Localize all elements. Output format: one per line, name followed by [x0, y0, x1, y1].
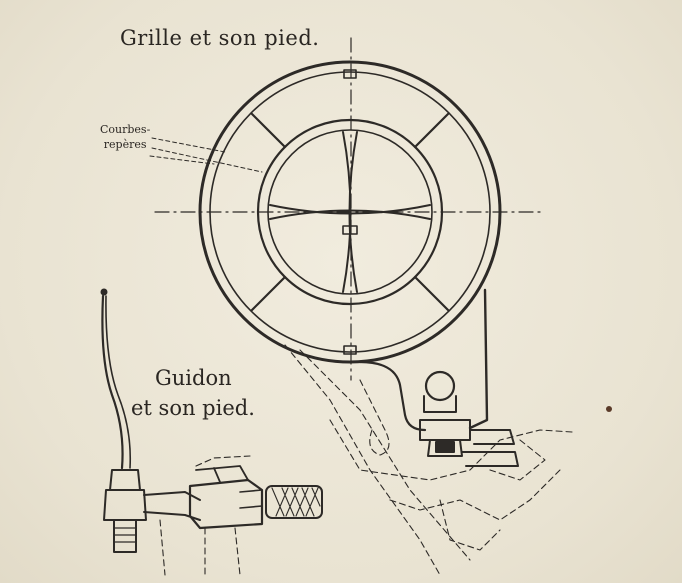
courbes-label-line2: repères: [103, 138, 147, 151]
guidon-clamp: [188, 478, 264, 530]
courbes-label-line1: Courbes-: [100, 123, 151, 136]
leader-2: [151, 147, 263, 173]
grille-spoke-sw: [250, 275, 287, 312]
grille-notch-top: [343, 69, 357, 79]
guidon-subtitle: et son pied.: [131, 396, 255, 420]
guidon-title: Guidon: [155, 366, 232, 390]
grille-spoke-nw: [250, 112, 287, 149]
grille-foot-hidden: [284, 344, 573, 576]
guidon-hidden-3: [234, 527, 241, 576]
hidden-bracket-4: [329, 419, 573, 481]
courbes-reperes-label: Courbes- repères: [100, 122, 150, 152]
guidon-clamp-step: [239, 489, 263, 509]
guidon-hidden-1: [195, 455, 251, 467]
guidon-collar: [109, 469, 141, 491]
hidden-bracket-7: [489, 439, 546, 481]
foot-slot: [435, 441, 455, 453]
grille-axes: [154, 37, 546, 381]
guidon-arm: [143, 491, 201, 521]
hidden-bracket-6: [439, 499, 501, 551]
hidden-bracket-2: [299, 349, 471, 561]
guidon-hidden: [159, 455, 251, 576]
grille: [198, 60, 502, 432]
foot-rail-top: [469, 429, 515, 445]
leader-3: [149, 155, 215, 165]
foot-eye-base: [423, 395, 457, 413]
ink-spot: [606, 406, 612, 412]
guidon-screw: [265, 485, 323, 519]
hidden-bracket-1: [284, 344, 441, 576]
grille-spoke-ne: [413, 112, 450, 149]
foot-eye: [424, 370, 456, 402]
hidden-bracket-5: [389, 469, 561, 521]
courbes-leaders: [149, 137, 263, 173]
grille-tail-inner: [358, 360, 427, 432]
grille-title: Grille et son pied.: [120, 26, 320, 50]
hidden-bracket-3: [359, 379, 390, 456]
foot-clamp: [419, 419, 471, 441]
leader-1: [151, 137, 226, 153]
guidon-thread: [113, 519, 137, 553]
grille-tail: [468, 288, 489, 430]
guidon-tip: [100, 288, 108, 296]
grille-spoke-se: [413, 275, 450, 312]
grille-notch-center: [342, 225, 358, 235]
guidon-needle-edge: [105, 295, 132, 469]
guidon-needle: [101, 294, 124, 470]
guidon-body: [103, 489, 147, 521]
guidon-hidden-4: [159, 519, 166, 576]
foot-rail-bottom: [461, 451, 519, 467]
grille-foot: [419, 370, 519, 467]
foot-clamp-jaw: [427, 439, 463, 457]
guidon-thread-lines: [113, 527, 137, 543]
guidon: [100, 288, 323, 553]
grille-notch-bottom: [343, 345, 357, 355]
guidon-knurl: [271, 487, 321, 517]
guidon-clamp-top: [195, 465, 249, 483]
